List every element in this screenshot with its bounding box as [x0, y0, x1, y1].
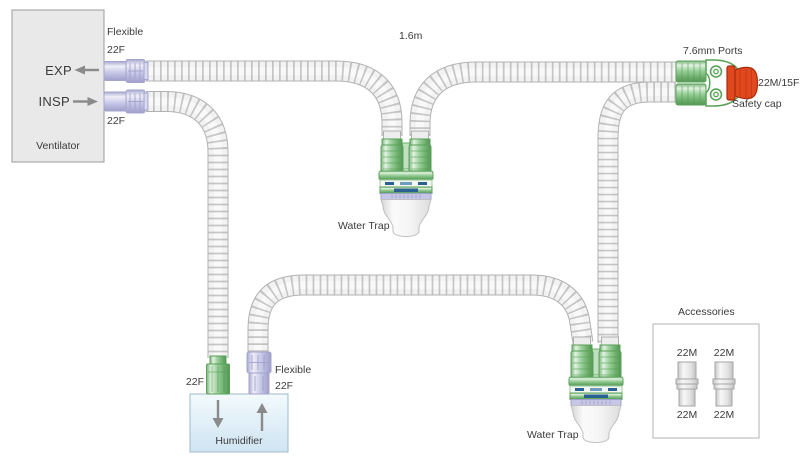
- port-icon: [709, 88, 723, 101]
- adapter-22m: [675, 361, 699, 407]
- safety-cap-label: Safety cap: [732, 98, 782, 110]
- safety-cap: [726, 65, 759, 101]
- top-water-trap-label: Water Trap: [338, 220, 390, 232]
- bottom-water-trap: [568, 336, 624, 443]
- humidifier-inlet-connector: [206, 355, 230, 395]
- exp-size-label: 22F: [107, 44, 125, 56]
- wye-piece: [675, 59, 743, 107]
- ventilator-label: Ventilator: [36, 140, 80, 152]
- accessories-box: [652, 323, 760, 439]
- port-icon: [709, 65, 723, 78]
- insp-arrow-icon: [73, 97, 98, 106]
- adapter1-top-label: 22M: [677, 347, 697, 359]
- ventilator: EXP INSP Ventilator: [11, 9, 105, 163]
- ventilator-box: [11, 9, 105, 163]
- trap-to-wye-tube: [420, 72, 676, 136]
- ports-label: 7.6mm Ports: [683, 45, 743, 57]
- exp-label: EXP: [45, 63, 72, 78]
- down-arrow-icon: [212, 400, 224, 428]
- insp-size-label: 22F: [107, 115, 125, 127]
- insp-connector: [103, 89, 149, 114]
- humidifier-outlet-connector: [246, 351, 272, 395]
- adapter2-bottom-label: 22M: [714, 409, 734, 421]
- humidifier-outlet-flexible-label: Flexible: [275, 364, 311, 376]
- adapter2-top-label: 22M: [714, 347, 734, 359]
- bottom-water-trap-label: Water Trap: [527, 429, 579, 441]
- cap-size-label: 22M/15F: [758, 77, 799, 89]
- humidifier-outlet-size-label: 22F: [275, 380, 293, 392]
- tube-length-label: 1.6m: [399, 30, 423, 42]
- exp-connector: [103, 59, 149, 83]
- trap-to-wye-return-tube: [608, 92, 676, 343]
- humidifier-box: [189, 393, 289, 453]
- up-arrow-icon: [256, 403, 268, 431]
- humidifier: Humidifier: [189, 393, 289, 453]
- humidifier-inlet-size-label: 22F: [186, 376, 204, 388]
- adapter-22m: [712, 361, 736, 407]
- accessories-title: Accessories: [678, 306, 735, 318]
- accessories: Accessories 22M 22M 22M 22M: [652, 306, 760, 439]
- insp-label: INSP: [38, 94, 70, 109]
- humidifier-label: Humidifier: [215, 435, 263, 447]
- insp-tube: [146, 102, 218, 359]
- adapter1-bottom-label: 22M: [677, 409, 697, 421]
- flexible-label-exp: Flexible: [107, 26, 143, 38]
- humidifier-to-trap-tube: [258, 285, 583, 352]
- exp-arrow-icon: [74, 65, 99, 75]
